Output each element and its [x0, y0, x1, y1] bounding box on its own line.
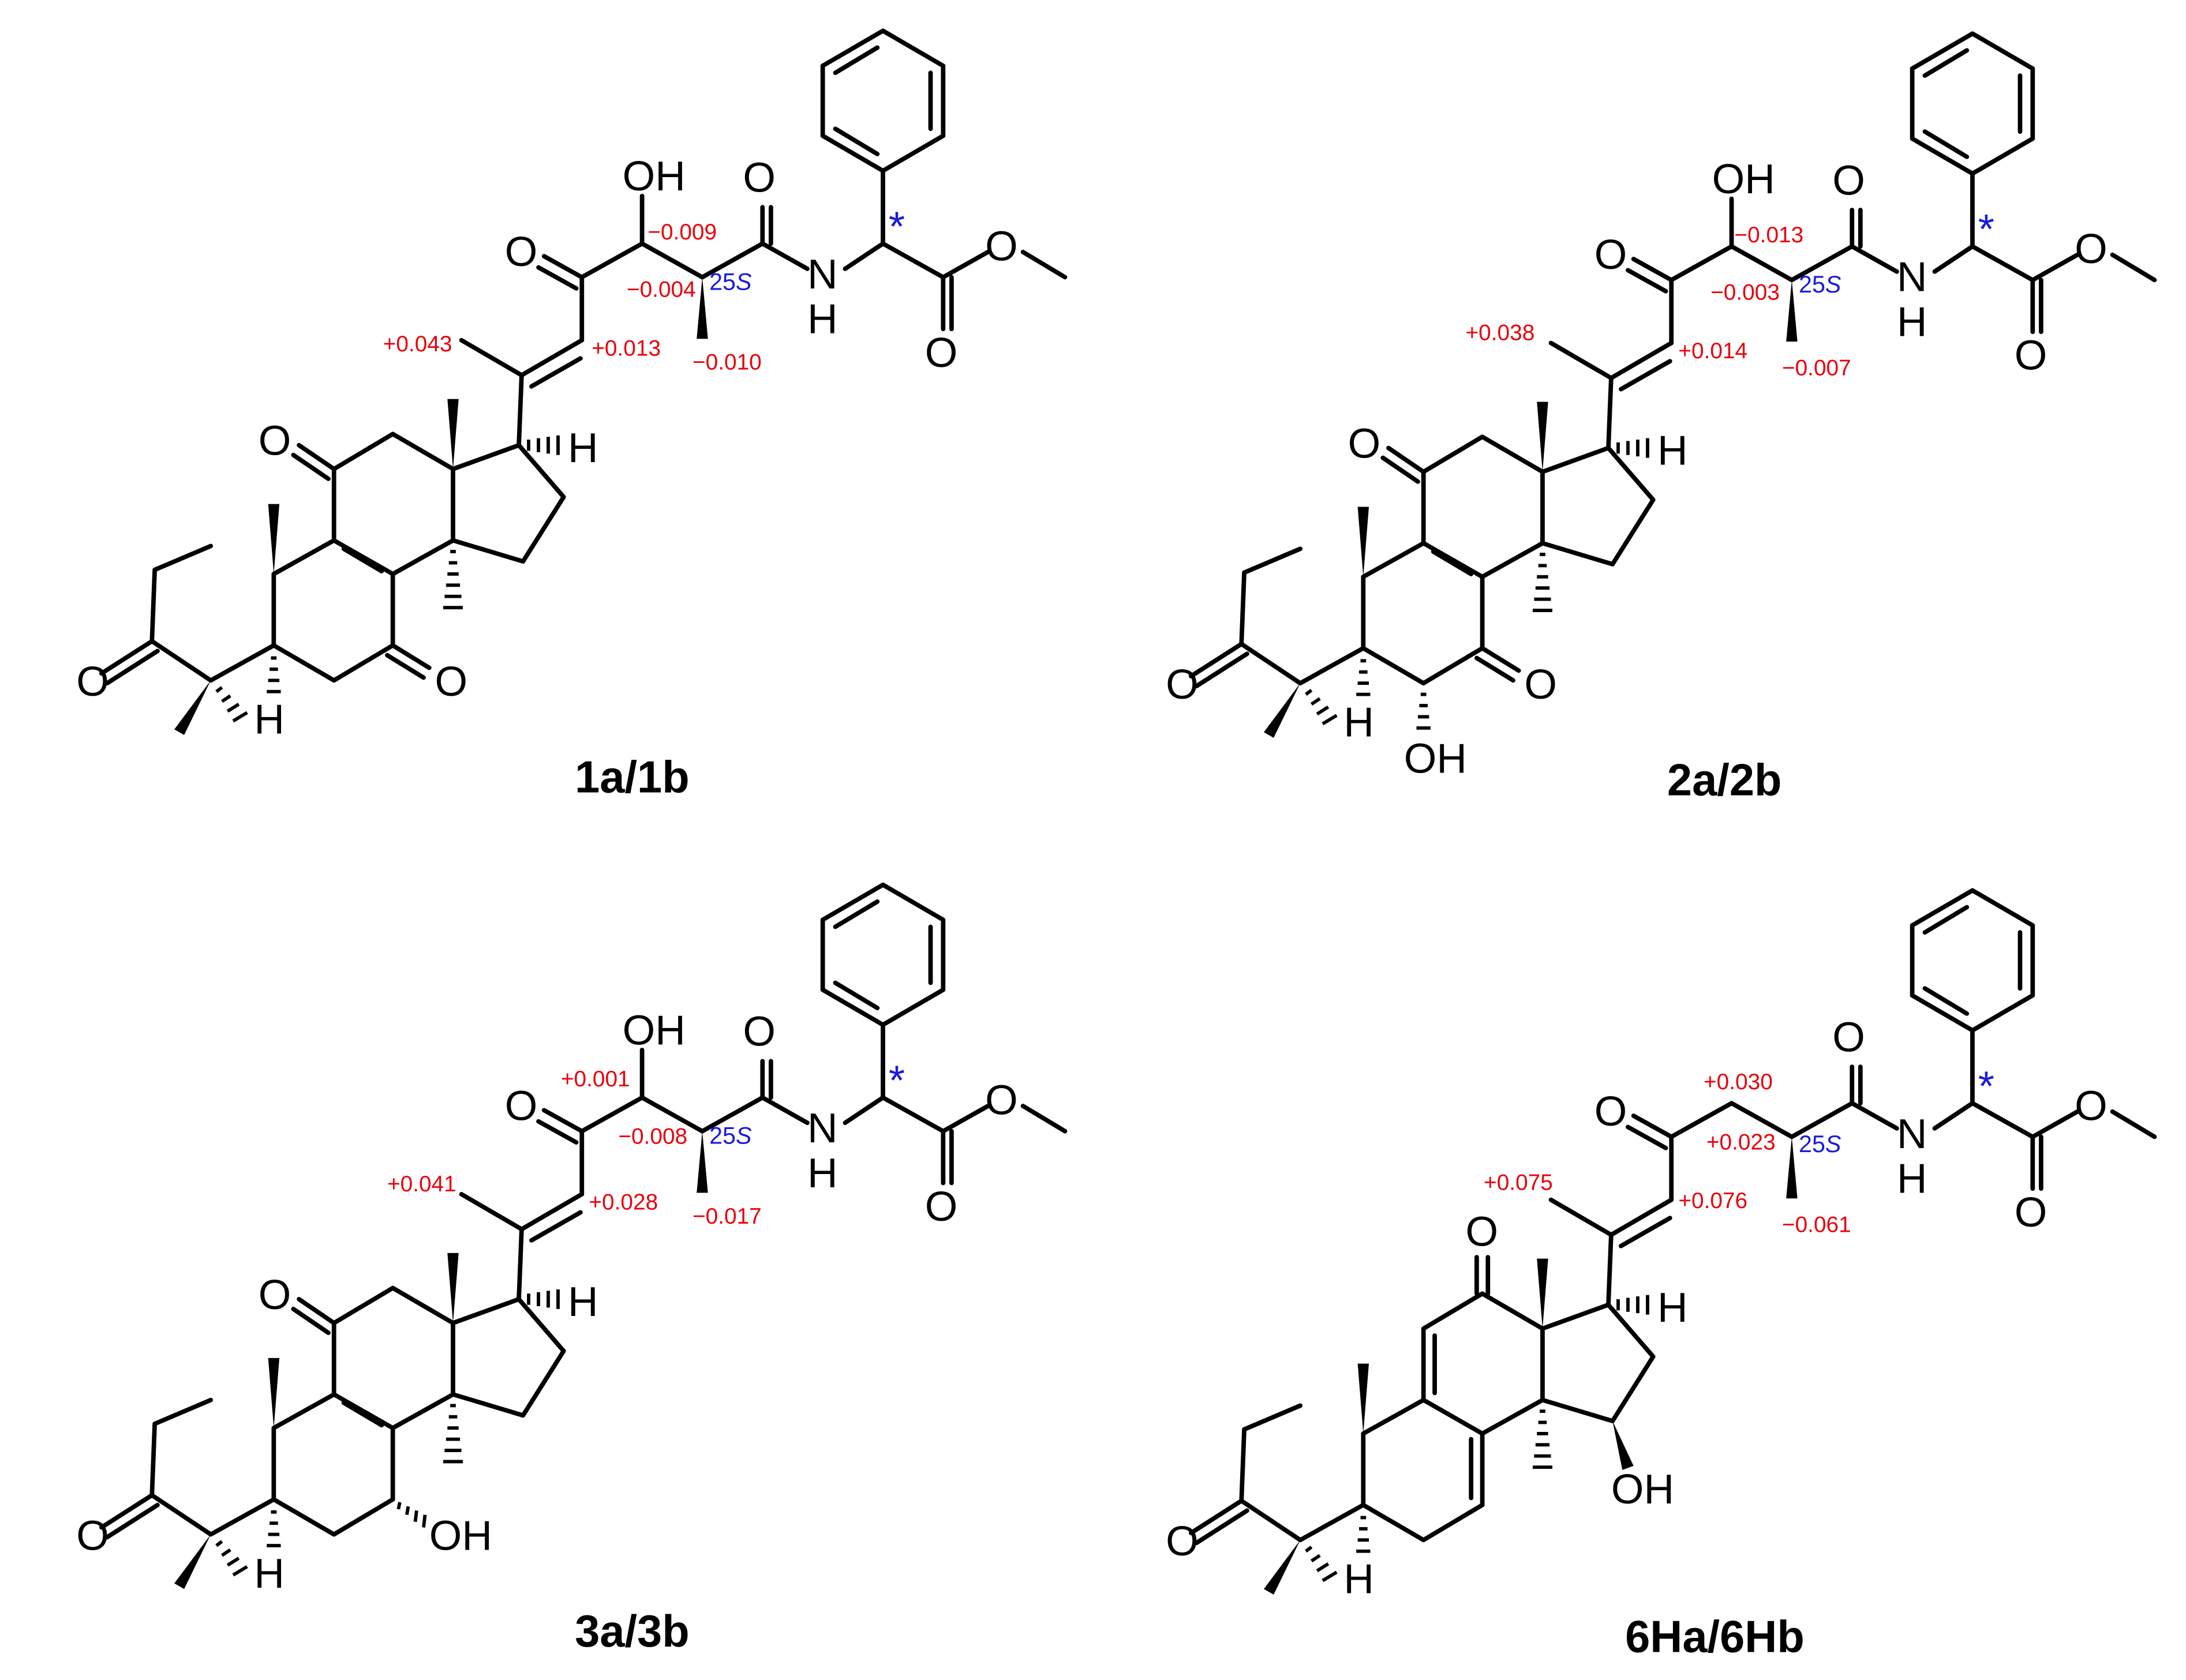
atom-h17: H [1657, 1284, 1688, 1331]
atom-o7: O [1524, 661, 1557, 708]
delta-c24: −0.009 [647, 220, 717, 245]
atom-nh-h: H [807, 296, 838, 343]
structure-6ha6hb: O O N H O O H O O OH H +0.075 +0.076 +0.… [1166, 888, 2157, 1662]
atom-o-carbonyl: O [925, 1183, 958, 1230]
atom-nh-h: H [807, 1150, 838, 1197]
atom-o-carbonyl: O [925, 329, 958, 376]
atom-oh6: OH [1404, 736, 1467, 782]
delta-c21: +0.043 [383, 332, 452, 357]
atom-o3: O [76, 1512, 109, 1559]
structure-2a2b: OH O O N H O O H O O O H OH +0.038 +0.01… [1166, 33, 2154, 805]
delta-c25: −0.003 [1710, 280, 1780, 305]
atom-o11: O [259, 418, 291, 464]
atom-o-carbonyl: O [2015, 1189, 2047, 1236]
atom-o-ester: O [985, 1077, 1018, 1124]
atom-nh-h: H [1897, 1156, 1927, 1202]
chiral-star: * [1978, 206, 1994, 253]
delta-c27: −0.017 [693, 1204, 762, 1229]
atom-h5: H [1343, 1556, 1374, 1603]
atom-oh-side: OH [1712, 156, 1775, 202]
atom-o3: O [1166, 1518, 1199, 1565]
delta-c27: −0.007 [1782, 355, 1851, 380]
stereo-label-25s: 25S [709, 1123, 752, 1149]
atom-o-carbonyl: O [2015, 332, 2047, 379]
atom-o-amide: O [1832, 1014, 1865, 1060]
compound-label: 2a/2b [1667, 755, 1782, 805]
compound-label: 1a/1b [575, 752, 690, 802]
atom-oh-side: OH [623, 1007, 686, 1053]
compound-label: 6Ha/6Hb [1625, 1612, 1805, 1662]
atom-h5: H [254, 1550, 285, 1597]
atom-o-ester: O [985, 223, 1018, 269]
atom-h17: H [568, 1278, 598, 1325]
atom-h17: H [1657, 427, 1688, 474]
compound-label: 3a/3b [575, 1607, 690, 1656]
atom-nh: N [1897, 254, 1927, 301]
delta-c25: −0.008 [618, 1124, 687, 1149]
atom-h5: H [254, 696, 285, 743]
atom-o-ketone: O [505, 1082, 538, 1129]
atom-h5: H [1343, 699, 1374, 745]
delta-c27: −0.061 [1782, 1212, 1851, 1237]
atom-o-ketone: O [1594, 231, 1627, 278]
atom-oh-side: OH [623, 153, 686, 200]
structure-3a3b: OH O O N H O O H O O OH H +0.041 +0.028 … [76, 885, 1065, 1656]
atom-o11: O [1348, 421, 1381, 467]
atom-o12: O [1465, 1209, 1498, 1255]
atom-nh: N [807, 1105, 838, 1152]
delta-c22: +0.076 [1678, 1188, 1747, 1213]
delta-c22: +0.028 [589, 1190, 658, 1215]
atom-o-amide: O [743, 1008, 776, 1055]
atom-o3: O [76, 658, 109, 705]
chiral-star: * [1978, 1063, 1994, 1109]
atom-o-amide: O [743, 154, 776, 201]
atom-o-amide: O [1832, 157, 1865, 204]
delta-c22: +0.014 [1678, 339, 1747, 363]
chiral-star: * [889, 203, 905, 250]
atom-o-ketone: O [505, 228, 538, 275]
atom-h17: H [568, 425, 598, 471]
atom-nh: N [1897, 1111, 1927, 1157]
delta-c25: −0.004 [627, 277, 696, 302]
delta-c21: +0.038 [1465, 321, 1534, 346]
delta-c21: +0.041 [387, 1172, 456, 1197]
delta-c22: +0.013 [592, 336, 661, 361]
atom-o7: O [435, 658, 467, 705]
atom-o-ester: O [2075, 1082, 2108, 1129]
stereo-label-25s: 25S [709, 268, 752, 295]
delta-c24: −0.013 [1734, 223, 1803, 247]
atom-o-ester: O [2075, 226, 2108, 272]
atom-oh15: OH [1611, 1466, 1674, 1513]
atom-nh-h: H [1897, 298, 1927, 345]
atom-o-ketone: O [1594, 1088, 1627, 1135]
chiral-star: * [889, 1058, 905, 1104]
atom-o11: O [259, 1272, 291, 1318]
delta-c25: +0.023 [1706, 1130, 1776, 1154]
atom-oh7: OH [429, 1512, 492, 1559]
stereo-label-25s: 25S [1799, 1131, 1841, 1157]
atom-nh: N [807, 251, 838, 298]
delta-c27: −0.010 [693, 350, 762, 375]
structure-1a1b: OH O O N H O O H O O O H +0.043 +0.013 −… [76, 31, 1065, 802]
delta-c21: +0.075 [1484, 1171, 1553, 1195]
atom-o3: O [1166, 661, 1199, 708]
delta-c24: +0.001 [561, 1067, 630, 1092]
stereo-label-25s: 25S [1799, 271, 1841, 298]
delta-c24: +0.030 [1704, 1070, 1773, 1094]
